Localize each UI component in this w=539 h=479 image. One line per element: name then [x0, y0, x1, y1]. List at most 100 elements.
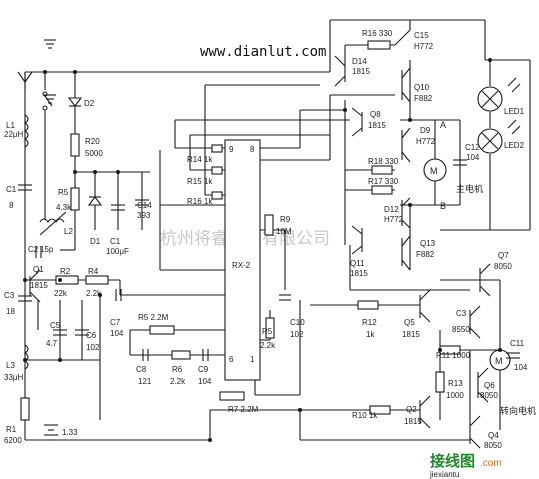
value-c12: 104 — [466, 153, 480, 162]
value-q10: F882 — [414, 94, 433, 103]
logo-suffix: .com — [480, 458, 502, 469]
resistor-r17 — [371, 185, 393, 195]
wiring — [24, 19, 531, 441]
label-l2: L2 — [64, 227, 73, 236]
transistor-q8-icon — [351, 107, 363, 137]
label-c2: C2 — [28, 245, 39, 254]
label-r2: R2 — [60, 267, 71, 276]
site-logo: 接线图 .com jiexiantu — [429, 452, 502, 479]
resistor-r5 — [70, 187, 80, 211]
value-r6: 2.2k — [170, 377, 186, 386]
transistor-q10-icon — [401, 67, 411, 103]
value-r13: 1000 — [446, 391, 464, 400]
value-r20: 5000 — [85, 149, 103, 158]
label-c7: C7 — [110, 318, 121, 327]
value-q13: F882 — [416, 250, 435, 259]
transistor-q5-icon — [419, 289, 431, 323]
value-c14: 393 — [137, 211, 151, 220]
value-c9: 104 — [198, 377, 212, 386]
label-main-motor: 主电机 — [456, 183, 483, 194]
label-led1: LED1 — [504, 107, 525, 116]
label-d9: D9 — [420, 126, 431, 135]
value-c1b: 100μF — [106, 247, 129, 256]
led1-icon — [477, 77, 521, 112]
label-d1: D1 — [90, 237, 101, 246]
label-q1: Q1 — [33, 265, 44, 274]
transistor-d14-icon — [334, 55, 346, 87]
label-q11: Q11 — [350, 259, 365, 268]
resistor-r6 — [171, 350, 191, 360]
value-q11: 1815 — [350, 269, 368, 278]
value-q2: 1815 — [404, 417, 422, 426]
value-r9: 10M — [276, 227, 292, 236]
logo-text: 接线图 — [430, 452, 475, 470]
transistor-c3b-icon — [469, 305, 481, 339]
value-r1: 6200 — [4, 436, 22, 445]
value-c7: 104 — [110, 329, 124, 338]
junction-dots — [23, 58, 502, 442]
transistor-d12-icon — [401, 197, 411, 229]
website-url: www.dianlut.com — [200, 44, 326, 60]
transistor-q1-icon — [29, 269, 41, 303]
label-d2: D2 — [84, 99, 95, 108]
label-r16: R16 330 — [362, 29, 393, 38]
label-c11: C11 — [510, 339, 525, 348]
value-c8: 121 — [138, 377, 152, 386]
label-c9: C9 — [198, 365, 209, 374]
value-l3: 33μH — [4, 373, 24, 382]
ic-rx2 — [224, 139, 261, 381]
transistor-q11-icon — [351, 225, 363, 255]
label-r12: R12 — [362, 318, 377, 327]
led2-icon — [477, 119, 521, 154]
value-q5: 1815 — [402, 330, 420, 339]
resistor-r12 — [357, 300, 379, 310]
resistor-r2 — [55, 275, 79, 285]
label-r4: R4 — [88, 267, 99, 276]
value-q6: 8050 — [480, 391, 498, 400]
value-c10: 102 — [290, 330, 304, 339]
label-r17: R17 330 — [368, 177, 399, 186]
terminal-b: B — [440, 201, 446, 211]
ic-pin-6: 6 — [229, 355, 234, 364]
resistor-r16 — [367, 40, 391, 50]
value-d14: 1815 — [352, 67, 370, 76]
transistor-q2-icon — [419, 395, 431, 429]
label-led2: LED2 — [504, 141, 525, 150]
label-d14: D14 — [352, 57, 367, 66]
resistor-r1 — [20, 397, 30, 421]
label-r14: R14 1k — [187, 155, 213, 164]
label-l1: L1 — [6, 121, 15, 130]
ic-pin-8: 8 — [250, 145, 255, 154]
label-r16b: R16 1k — [187, 197, 213, 206]
battery-icon — [44, 424, 58, 441]
transistor-q7-icon — [479, 263, 491, 297]
value-c11: 104 — [514, 363, 528, 372]
ic-label: RX-2 — [232, 261, 251, 270]
label-q4: Q4 — [488, 431, 499, 440]
svg-text:M: M — [495, 356, 503, 366]
value-l1: 22μH — [4, 130, 24, 139]
value-d12: H772 — [384, 215, 404, 224]
ic-pin-1: 1 — [250, 355, 255, 364]
ground-symbol-icon — [44, 39, 56, 104]
label-c1: C1 — [6, 185, 17, 194]
resistor-r4 — [85, 275, 109, 285]
label-d12: D12 — [384, 205, 399, 214]
label-r5b: R5 2.2M — [138, 313, 169, 322]
value-c3: 18 — [6, 307, 15, 316]
logo-sub: jiexiantu — [429, 470, 459, 479]
resistor-r10 — [369, 405, 391, 415]
label-r7: R7 2.2M — [228, 405, 259, 414]
transistor-q4-icon — [469, 415, 481, 449]
diode-d2-icon — [67, 97, 83, 107]
label-c1b: C1 — [110, 237, 121, 246]
value-c1: 8 — [9, 201, 14, 210]
value-q8: 1815 — [368, 121, 386, 130]
value-q1: 1815 — [30, 281, 48, 290]
label-c8: C8 — [136, 365, 147, 374]
resistor-r14 — [211, 144, 223, 153]
label-r15: R15 1k — [187, 177, 213, 186]
value-r5: 4.3k — [56, 203, 72, 212]
label-c5: C5 — [50, 321, 61, 330]
